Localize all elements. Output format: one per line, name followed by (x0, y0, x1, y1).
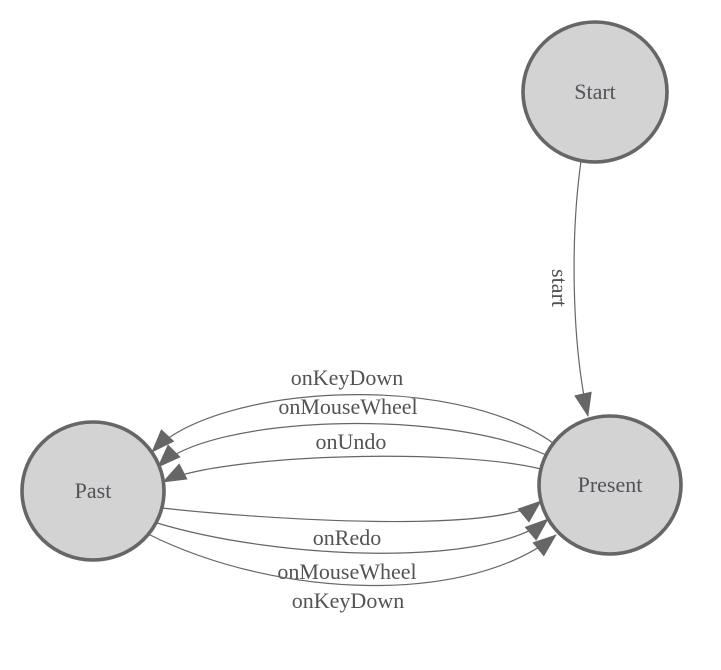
node-past[interactable]: Past (20, 420, 166, 562)
nodes-layer: Start Present Past (20, 20, 683, 562)
node-present-shape[interactable] (537, 414, 683, 556)
edge-label-onmousewheel-top: onMouseWheel (278, 394, 417, 419)
node-start-shape[interactable] (521, 20, 669, 164)
edge-present-to-past-onkeydown (151, 394, 554, 453)
node-past-shape[interactable] (20, 420, 166, 562)
edge-label-onkeydown-top: onKeyDown (291, 365, 403, 390)
node-past-label: Past (75, 478, 112, 503)
edges-layer: start onKeyDown onMouseWheel onUndo onRe… (147, 160, 592, 613)
edge-label-onredo: onRedo (313, 525, 381, 550)
edge-past-to-present-onredo (161, 500, 542, 523)
edge-present-to-past-onmousewheel (157, 423, 547, 468)
node-start[interactable]: Start (521, 20, 669, 164)
edge-label-start: start (547, 269, 572, 307)
edge-start-to-present (573, 160, 592, 417)
edge-label-onkeydown-bottom: onKeyDown (292, 588, 404, 613)
node-present-label: Present (578, 472, 643, 497)
edge-past-to-present-onmousewheel (156, 518, 549, 554)
edge-label-onundo: onUndo (316, 429, 387, 454)
edge-present-to-past-onundo (162, 455, 542, 483)
edge-past-to-present-onkeydown (147, 533, 557, 587)
node-start-label: Start (574, 79, 616, 104)
node-present[interactable]: Present (537, 414, 683, 556)
